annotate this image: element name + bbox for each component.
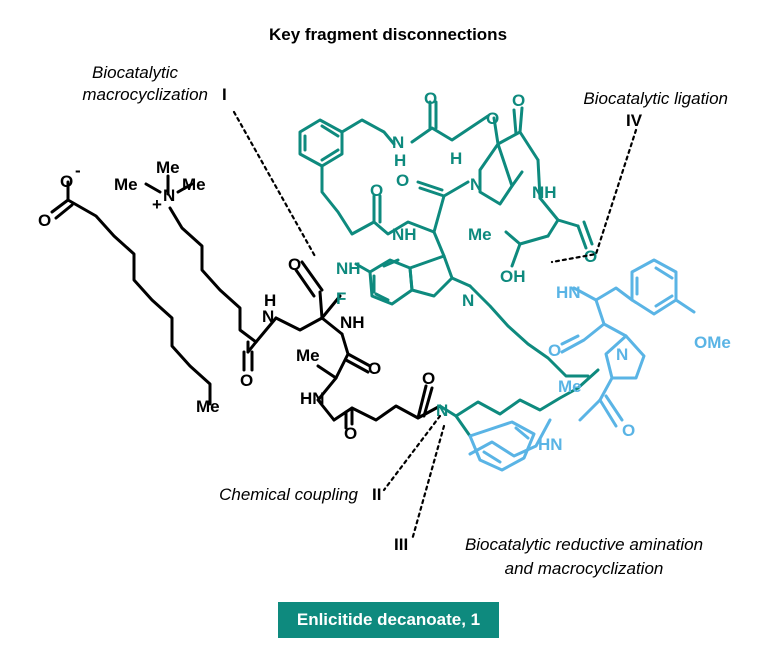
atom-me-pro: Me xyxy=(558,377,582,396)
atom-n-left: N xyxy=(262,307,274,326)
atom-minus-charge: - xyxy=(75,161,81,180)
atom-o-bridge: O xyxy=(396,171,409,190)
atom-n-central: N xyxy=(436,401,448,420)
blue-fragment-bonds xyxy=(468,258,696,472)
atom-hn-lower: HN xyxy=(538,435,563,454)
atom-o-lower: O xyxy=(622,421,635,440)
black-fragment-bonds xyxy=(50,174,442,430)
annotation-ii-numeral: II xyxy=(372,485,381,504)
atom-me-right: Me xyxy=(182,175,206,194)
annotation-iii-line2: and macrocyclization xyxy=(505,559,664,578)
atom-nh-dap: NH xyxy=(340,313,365,332)
annotation-iv-numeral: IV xyxy=(626,111,643,130)
atom-o-tyr: O xyxy=(548,341,561,360)
annotation-iii-numeral: III xyxy=(394,535,408,554)
atom-o-succ: O xyxy=(344,424,357,443)
annotation-iv-line1: Biocatalytic ligation xyxy=(583,89,728,108)
disconnection-line-i xyxy=(232,110,318,260)
atom-n-plus: N xyxy=(163,186,175,205)
atom-n-indole: N xyxy=(462,291,474,310)
compound-label-badge: Enlicitide decanoate, 1 xyxy=(278,602,499,638)
atom-h-gly: H xyxy=(394,151,406,170)
atom-me-top: Me xyxy=(156,158,180,177)
disconnection-line-iii xyxy=(410,424,446,542)
atom-n-pro: N xyxy=(616,345,628,364)
atom-h-bridge: H xyxy=(450,149,462,168)
atom-labels: O - O Me Me N Me + Me N H O O NH Me O HN… xyxy=(38,89,731,454)
atom-me-thr: Me xyxy=(468,225,492,244)
atom-nh-right: NH xyxy=(532,183,557,202)
diagram-title: Key fragment disconnections xyxy=(269,25,507,44)
atom-o-gly: O xyxy=(424,89,437,108)
atom-o-upper-amide: O xyxy=(288,255,301,274)
atom-nh-mid: NH xyxy=(336,259,361,278)
atom-o-left-amide: O xyxy=(240,371,253,390)
disconnection-line-ii xyxy=(382,414,442,492)
atom-h-left: H xyxy=(264,291,276,310)
annotation-i-line1: Biocatalytic xyxy=(92,63,178,82)
atom-f-indole: F xyxy=(336,289,346,308)
disconnection-line-iv xyxy=(550,128,638,264)
disconnection-lines xyxy=(232,110,638,542)
atom-o-minus: O xyxy=(60,172,73,191)
atom-n-gly: N xyxy=(392,133,404,152)
atom-me-ala: Me xyxy=(296,346,320,365)
annotation-iv: Biocatalytic ligation IV xyxy=(583,89,728,130)
atom-o-acid: O xyxy=(38,211,51,230)
atom-oh-thr: OH xyxy=(500,267,526,286)
atom-hn-upper: NH xyxy=(392,225,417,244)
annotation-i-numeral: I xyxy=(222,85,227,104)
atom-hn-tyr: HN xyxy=(556,283,581,302)
atom-o-ring-amide: O xyxy=(512,91,525,110)
annotation-iii-line1: Biocatalytic reductive amination xyxy=(465,535,703,554)
atom-plus-charge: + xyxy=(152,195,162,214)
annotation-ii-line1: Chemical coupling xyxy=(219,485,358,504)
teal-fragment-bonds xyxy=(298,100,600,438)
atom-n-bridge: N xyxy=(470,175,482,194)
annotation-i-line2: macrocyclization xyxy=(82,85,208,104)
atom-me-left: Me xyxy=(114,175,138,194)
annotation-iii: III Biocatalytic reductive amination and… xyxy=(394,535,703,578)
atom-o-ala: O xyxy=(368,359,381,378)
atom-me-decanoate: Me xyxy=(196,397,220,416)
atom-hn-ala: HN xyxy=(300,389,325,408)
atom-o-upper2: O xyxy=(370,181,383,200)
atom-ome: OMe xyxy=(694,333,731,352)
annotation-i: Biocatalytic macrocyclization I xyxy=(82,63,226,104)
atom-o-thr: O xyxy=(584,247,597,266)
atom-o-succ2: O xyxy=(422,369,435,388)
annotation-ii: Chemical coupling II xyxy=(219,485,381,504)
atom-o-ether: O xyxy=(486,109,499,128)
